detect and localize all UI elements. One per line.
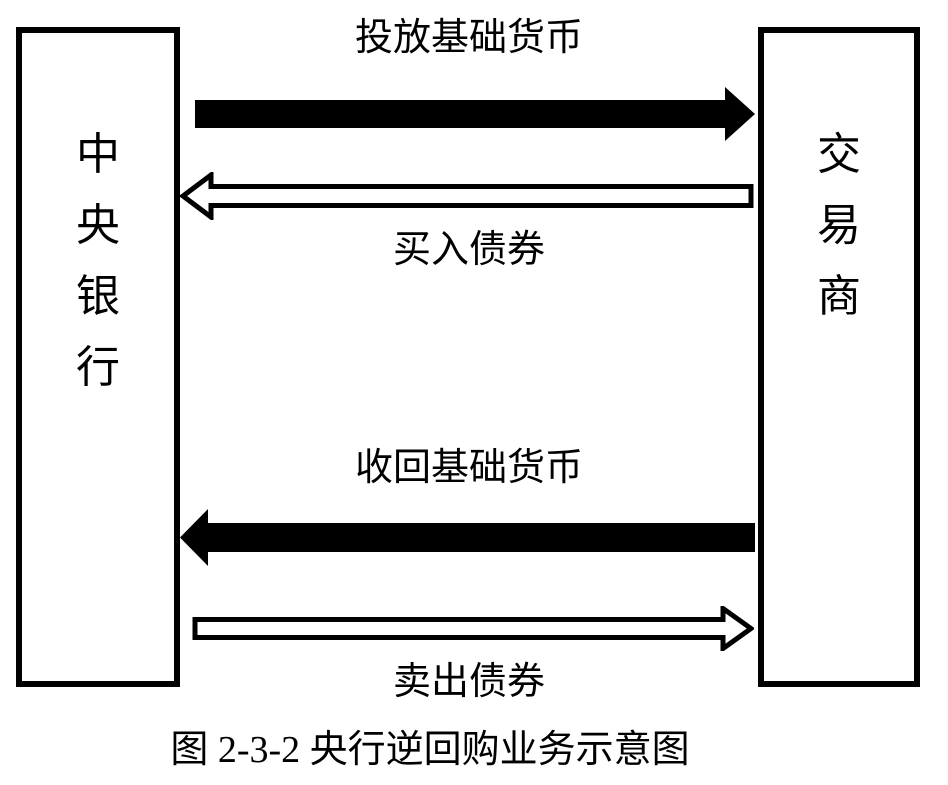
dealer-label: 交易商	[817, 130, 861, 321]
hollow-right-arrow-icon	[192, 606, 754, 651]
flow-label-sell-bonds: 卖出债券	[392, 661, 545, 703]
figure-caption: 图 2-3-2 央行逆回购业务示意图	[170, 729, 690, 771]
solid-left-arrow-icon	[180, 509, 755, 566]
hollow-left-arrow-icon	[180, 172, 754, 220]
central-bank-box: 中央银行	[16, 27, 180, 687]
flow-label-buy-bonds: 买入债券	[392, 229, 545, 271]
flow-label-inject-base-money: 投放基础货币	[354, 17, 583, 59]
central-bank-label: 中央银行	[76, 130, 120, 392]
dealer-box: 交易商	[758, 27, 920, 687]
flow-label-withdraw-base-money: 收回基础货币	[354, 447, 583, 489]
solid-right-arrow-icon	[195, 87, 755, 141]
